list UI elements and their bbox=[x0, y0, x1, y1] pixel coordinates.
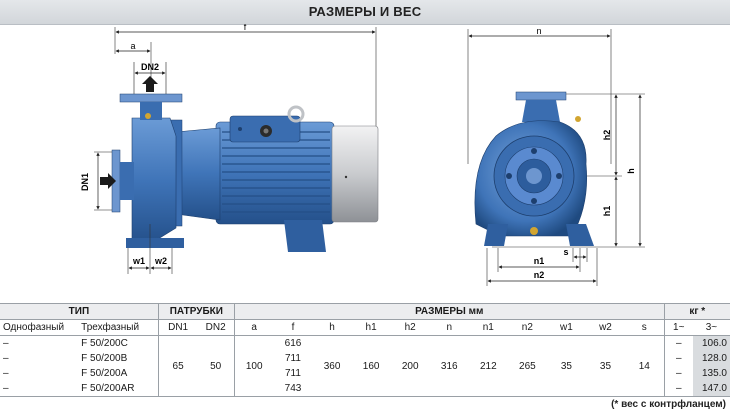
cell-three-model: F 50/200C bbox=[81, 338, 128, 349]
cell-weight-three: 106.0 bbox=[692, 335, 730, 351]
subheader-w1: w1 bbox=[560, 322, 573, 333]
subheader-a: a bbox=[233, 319, 274, 336]
pump-drawings: f a DN2 bbox=[80, 24, 645, 286]
cell-three-model: F 50/200B bbox=[81, 353, 128, 364]
cell-three-model: F 50/200AR bbox=[81, 383, 135, 394]
cell-f: 743 bbox=[284, 383, 302, 394]
cell-dn1: 65 bbox=[157, 335, 198, 397]
subheader-h1: h1 bbox=[365, 322, 377, 333]
table-row: – F 50/200A 711 – 135.0 bbox=[0, 366, 730, 381]
dim-h2-label: h2 bbox=[602, 130, 612, 141]
header-type: ТИП bbox=[0, 303, 159, 320]
cell-weight-three: 135.0 bbox=[692, 366, 730, 381]
dim-h1-label: h1 bbox=[602, 206, 612, 217]
cell-single-model: – bbox=[3, 368, 9, 379]
cell-s: 14 bbox=[638, 360, 650, 372]
inlet-arrow-icon bbox=[100, 173, 116, 189]
dim-w1-label: w1 bbox=[132, 256, 145, 266]
dim-n1-label: n1 bbox=[534, 256, 545, 266]
header-ports: ПАТРУБКИ bbox=[157, 303, 235, 320]
dn2-label: DN2 bbox=[141, 62, 159, 72]
cell-f: 616 bbox=[284, 338, 302, 349]
cell-f: 711 bbox=[285, 368, 301, 379]
subheader-weight-three: 3~ bbox=[705, 322, 718, 333]
cell-a: 100 bbox=[233, 335, 274, 397]
subheader-weight-single: 1~ bbox=[663, 319, 693, 336]
dn1-label: DN1 bbox=[80, 173, 90, 191]
cell-weight-single: – bbox=[663, 335, 693, 351]
subheader-h2: h2 bbox=[404, 322, 416, 333]
dim-a-label: a bbox=[130, 41, 135, 51]
cell-weight-three: 128.0 bbox=[692, 351, 730, 366]
subheader-n: n bbox=[446, 322, 453, 333]
cell-single-model: – bbox=[3, 338, 9, 349]
dim-w2-label: w2 bbox=[154, 256, 167, 266]
dim-n2-label: n2 bbox=[534, 270, 545, 280]
page-title: РАЗМЕРЫ И ВЕС bbox=[308, 4, 422, 19]
subheader-dn1: DN1 bbox=[157, 319, 198, 336]
cell-f: 711 bbox=[285, 353, 301, 364]
side-view: f a DN2 bbox=[80, 24, 379, 274]
cell-single-model: – bbox=[3, 383, 9, 394]
cell-three-model: F 50/200A bbox=[81, 368, 128, 379]
cell-n: 316 bbox=[440, 360, 458, 372]
cell-weight-three: 147.0 bbox=[692, 381, 730, 397]
dim-s-label: s bbox=[563, 247, 568, 257]
dim-f-label: f bbox=[244, 24, 247, 32]
cell-h1: 160 bbox=[362, 360, 380, 372]
weight-footnote: (* вес с контрфланцем) bbox=[611, 399, 726, 410]
subheader-w2: w2 bbox=[599, 322, 612, 333]
table-row: – F 50/200C 65 50 100 616 360 160 200 31… bbox=[0, 335, 730, 397]
dim-h-label: h bbox=[626, 168, 636, 174]
cell-h2: 200 bbox=[401, 360, 419, 372]
header-dimensions: РАЗМЕРЫ мм bbox=[233, 303, 665, 320]
dim-n-label: n bbox=[536, 26, 541, 36]
dimensions-table: ТИП ПАТРУБКИ РАЗМЕРЫ мм кг * Однофазный … bbox=[0, 303, 730, 397]
cell-n2: 265 bbox=[519, 360, 536, 372]
subheader-n1: n1 bbox=[482, 322, 494, 333]
title-banner: РАЗМЕРЫ И ВЕС bbox=[0, 0, 730, 25]
cell-weight-single: – bbox=[663, 381, 693, 397]
cell-weight-single: – bbox=[663, 351, 693, 366]
cell-h: 360 bbox=[323, 360, 341, 372]
header-weight: кг * bbox=[663, 303, 730, 320]
subheader-dn2: DN2 bbox=[205, 322, 226, 333]
cell-w2: 35 bbox=[599, 360, 612, 372]
cell-single-model: – bbox=[3, 353, 9, 364]
outlet-arrow-icon bbox=[142, 76, 158, 92]
cell-dn2: 50 bbox=[210, 360, 222, 372]
subheader-three-phase: Трехфазный bbox=[81, 322, 140, 333]
table-row: – F 50/200B 711 – 128.0 bbox=[0, 351, 730, 366]
cell-n1: 212 bbox=[479, 360, 497, 372]
front-view: n h2 h1 h s bbox=[467, 26, 645, 286]
cell-w1: 35 bbox=[560, 360, 572, 372]
subheader-n2: n2 bbox=[521, 322, 533, 333]
subheader-h: h bbox=[329, 322, 335, 333]
subheader-single-phase: Однофазный bbox=[3, 322, 65, 333]
subheader-f: f bbox=[291, 322, 295, 333]
subheader-s: s bbox=[641, 322, 647, 333]
cell-weight-single: – bbox=[663, 366, 693, 381]
